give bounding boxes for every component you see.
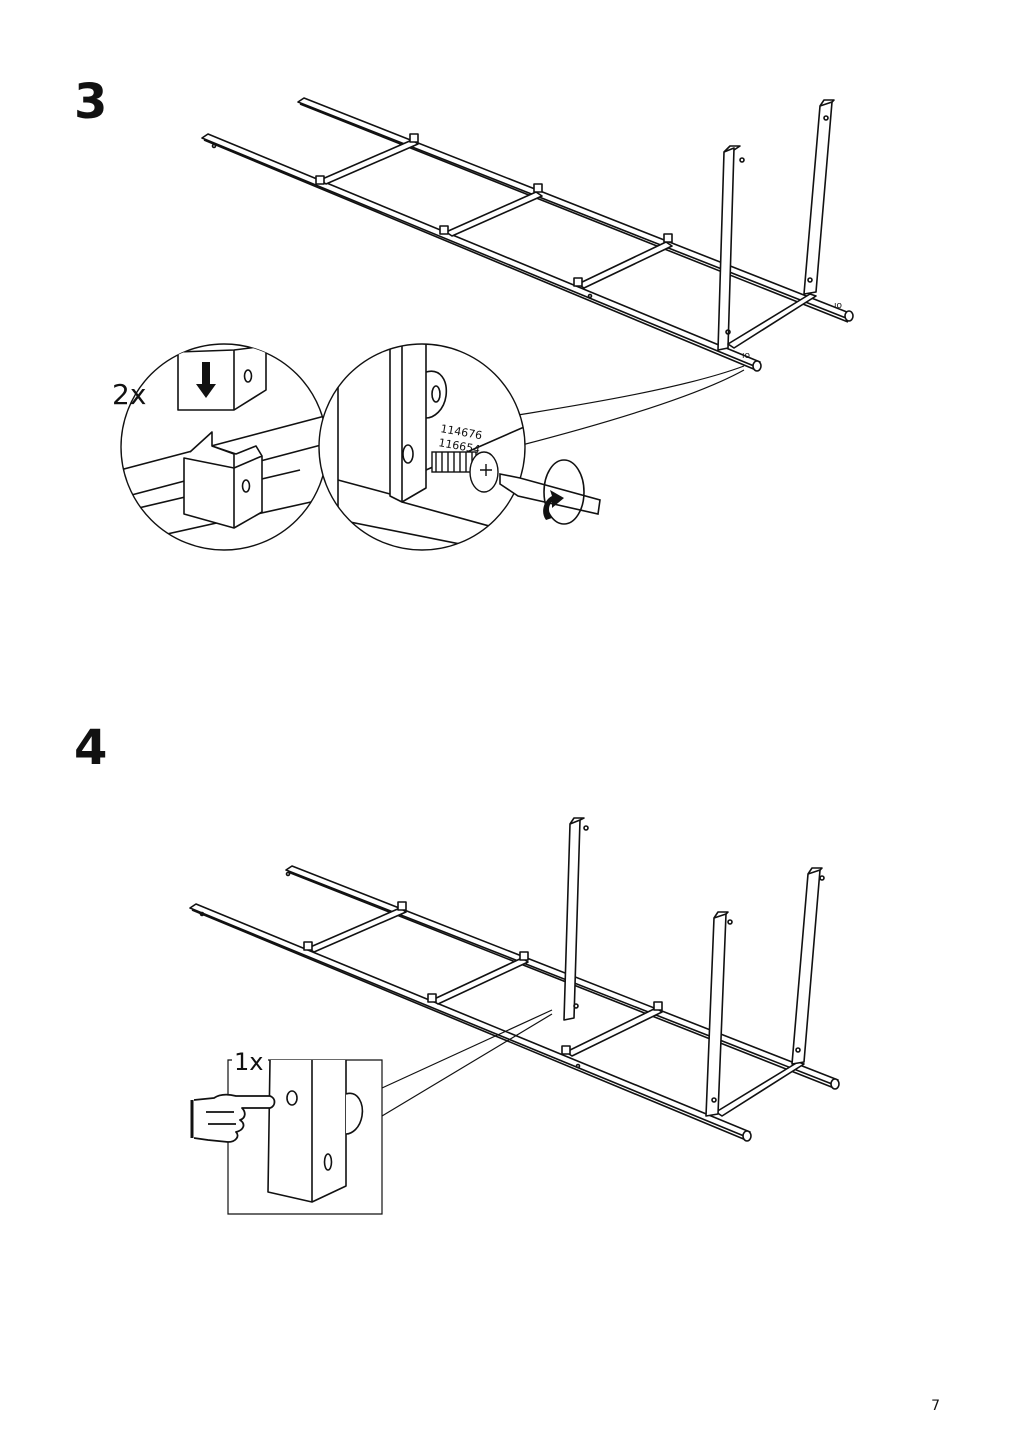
step-4-frame-drawing xyxy=(189,817,840,1142)
step-4-callout-pointer xyxy=(381,1009,553,1117)
svg-text:ıo: ıo xyxy=(834,301,843,311)
step-4-detail-box xyxy=(227,1052,383,1215)
step-3-callout-pointer xyxy=(511,365,745,447)
step-3-quantity-label: 2x xyxy=(112,378,146,411)
step-4-number: 4 xyxy=(74,720,108,776)
step-4-quantity-label: 1x xyxy=(234,1048,263,1076)
step-3-detail-circle-left xyxy=(120,343,328,551)
step-3-detail-circle-right xyxy=(318,343,526,551)
screwdriver-icon xyxy=(499,459,601,525)
step-3-number: 3 xyxy=(74,74,108,130)
screw-part xyxy=(431,451,499,493)
svg-text:ıo: ıo xyxy=(742,351,751,361)
page-number: 7 xyxy=(931,1398,940,1414)
rotate-clockwise-arrow-icon xyxy=(543,490,564,520)
step-3-frame-drawing: ıo ıo xyxy=(201,97,854,372)
arrow-down-icon xyxy=(196,362,216,398)
pointing-hand-icon xyxy=(190,1093,276,1143)
